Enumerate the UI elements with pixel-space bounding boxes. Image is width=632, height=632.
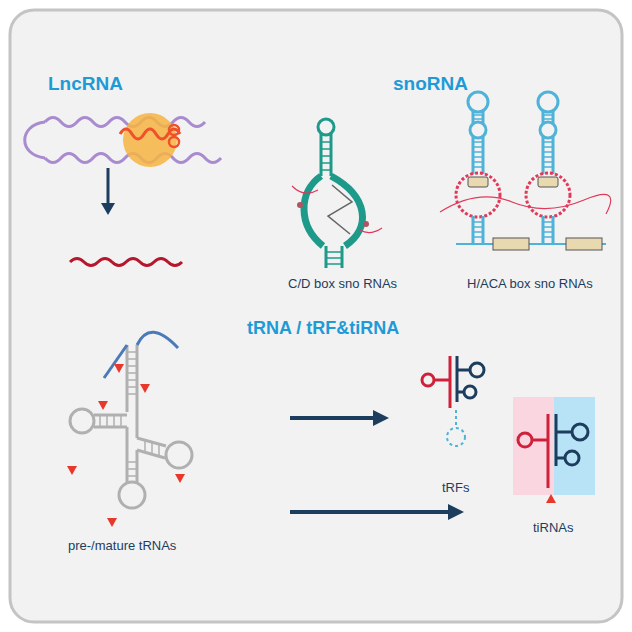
trna-cloverleaf xyxy=(67,332,192,527)
process-arrows xyxy=(290,410,464,520)
lncrna-figure xyxy=(25,113,221,266)
section-heading: snoRNA xyxy=(393,73,468,95)
caption-label: pre-/mature tRNAs xyxy=(68,539,176,554)
caption-label: tRFs xyxy=(442,481,469,496)
caption-label: tiRNAs xyxy=(533,521,573,536)
tirna-figure xyxy=(513,397,595,503)
caption-label: H/ACA box sno RNAs xyxy=(467,277,593,292)
trf-figure xyxy=(422,356,484,446)
panel xyxy=(10,10,622,622)
cd-box-snorna xyxy=(292,119,382,268)
haca-box-snorna xyxy=(440,92,611,250)
section-heading: tRNA / tRF&tiRNA xyxy=(247,318,399,339)
section-heading: LncRNA xyxy=(48,73,123,95)
caption-label: C/D box sno RNAs xyxy=(288,277,397,292)
